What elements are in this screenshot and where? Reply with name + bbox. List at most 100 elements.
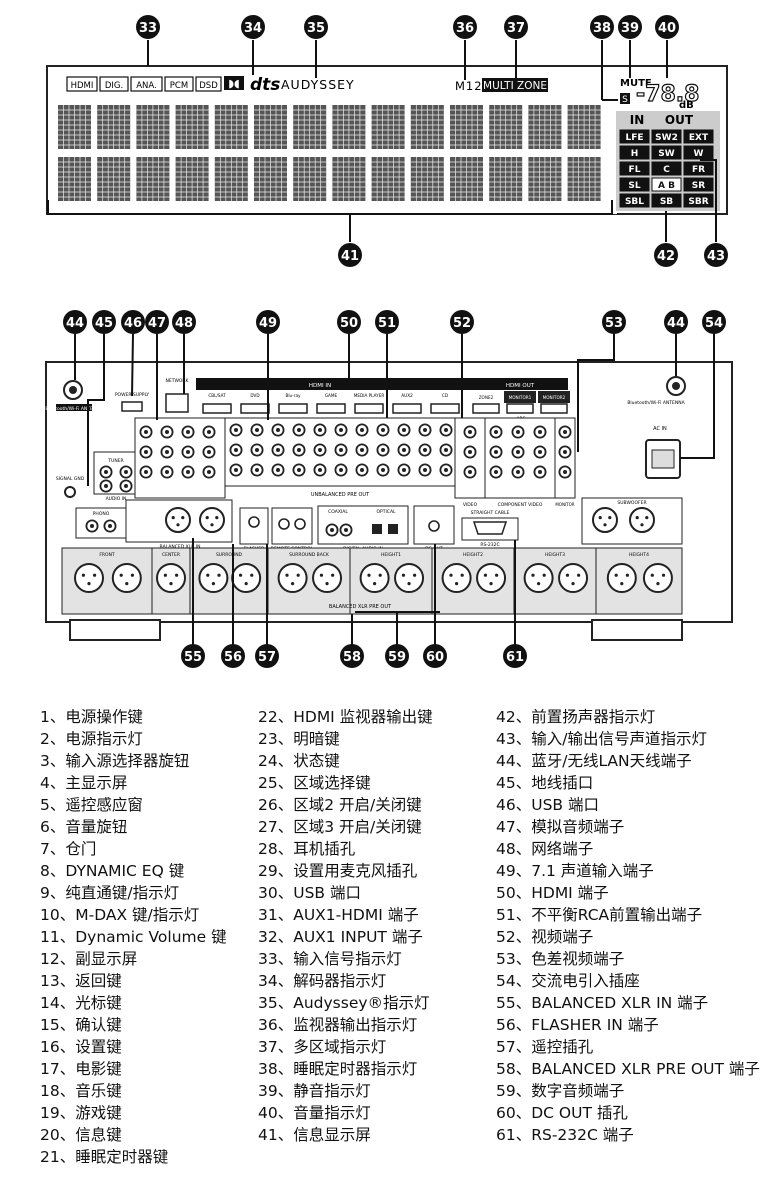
callout-badge [304, 15, 328, 39]
remote-in-jack [278, 518, 290, 530]
rca-jack-pin [360, 448, 364, 452]
badge-box [164, 76, 194, 92]
callout-number: 48 [175, 316, 193, 331]
badge-box [66, 76, 98, 92]
xlr-sub-jack-pin [603, 523, 607, 527]
xlr-out-jack [359, 563, 390, 593]
rca-jack-pin [468, 470, 472, 474]
rca-jack-pin [360, 468, 364, 472]
rca-jack-pin [339, 428, 343, 432]
rca-jack-pin [207, 470, 211, 474]
legend-item: 19、游戏键 [40, 1104, 122, 1122]
pre-out-group-label: CENTER [162, 552, 180, 558]
sleep-bg [620, 93, 630, 104]
xlr-out-jack-pin [571, 582, 575, 586]
signal-gnd-terminal [64, 486, 76, 498]
xlr-out-jack-pin [331, 573, 335, 577]
rca-jack-pin [318, 428, 322, 432]
rca-jack-pin [165, 450, 169, 454]
legend-item: 46、USB 端口 [496, 796, 599, 814]
legend-item: 36、监视器输出指示灯 [258, 1016, 418, 1034]
legend-item: 29、设置用麦克风插孔 [258, 862, 418, 880]
callout-leaders [47, 40, 717, 648]
xlr-out-jack-pin [413, 573, 417, 577]
rca-jack-pin [276, 448, 280, 452]
callout-number: 61 [506, 650, 524, 665]
legend-item: 53、色差视频端子 [496, 950, 625, 968]
legend-item: 2、电源指示灯 [40, 730, 143, 748]
callout-badge [453, 15, 477, 39]
rca-jack-pin [516, 450, 520, 454]
coaxial-label: COAXIAL [328, 509, 348, 515]
pre-out-group-label: HEIGHT2 [463, 552, 483, 558]
antenna-left-label: Bluetooth/Wi-Fi ANTENNA [45, 406, 103, 412]
subwoofer-label: SUBWOOFER [617, 500, 646, 506]
xlr-out-jack [277, 563, 308, 593]
dolby-symbol: ◗◖ [228, 77, 240, 90]
rs232c-port [472, 521, 508, 535]
xlr-group [595, 547, 683, 615]
callout-number: 39 [621, 21, 639, 36]
callout-number: 44 [667, 316, 685, 331]
legend-item: 31、AUX1-HDMI 端子 [258, 906, 419, 924]
video-label: VIDEO [463, 502, 478, 508]
legend-item: 45、地线插口 [496, 774, 594, 792]
callout-badge [704, 243, 728, 267]
ac-inlet-face [651, 449, 675, 469]
legend-item: 59、数字音频端子 [496, 1082, 625, 1100]
leader-line [577, 334, 615, 452]
hdmi-input-label: GAME [325, 393, 338, 398]
pre-out-group-label: HEIGHT3 [545, 552, 565, 558]
optical-label: OPTICAL [376, 509, 396, 515]
rca-jack-pin [468, 430, 472, 434]
rca-jack-pin [124, 484, 128, 488]
channel-label: A B [658, 181, 675, 191]
callout-badge [221, 644, 245, 668]
channel-box [619, 177, 650, 192]
xlr-out-jack [523, 563, 554, 593]
xlr-out-jack-pin [87, 582, 91, 586]
hdmi-output-port [506, 403, 534, 414]
callout-badge [655, 15, 679, 39]
xlr-out-jack [558, 563, 589, 593]
phono-block [75, 507, 127, 539]
phono-label: PHONO [93, 511, 110, 517]
rca-jack-pin [360, 428, 364, 432]
xlr-in-jack-pin [215, 516, 219, 520]
xlr-out-jack-pin [495, 573, 499, 577]
rca-jack-pin [234, 468, 238, 472]
rca-jack-pin [104, 470, 108, 474]
xlr-out-jack-pin [483, 573, 488, 577]
xlr-out-jack-pin [163, 573, 167, 577]
foot-left [69, 619, 161, 641]
hdmi-output-port [540, 403, 568, 414]
xlr-in-jack [165, 507, 191, 533]
xlr-sub-jack-pin [598, 516, 602, 520]
callout-number: 43 [707, 249, 725, 264]
tuner-label: TUNER [107, 458, 123, 464]
badge-label: PCM [170, 81, 188, 91]
legend-item: 4、主显示屏 [40, 774, 128, 792]
dolby-logo: ◗◖ [224, 76, 244, 90]
legend-item: 55、BALANCED XLR IN 端子 [496, 994, 709, 1012]
pre-out-group-label: HEIGHT4 [629, 552, 649, 558]
xlr-out-jack [156, 563, 186, 593]
rca-jack-pin [207, 430, 211, 434]
callout-number: 51 [378, 316, 396, 331]
callout-badge [255, 644, 279, 668]
rca-jack-pin [90, 524, 94, 528]
callout-number: 37 [507, 21, 525, 36]
hdmi-output-label: MONITOR1 [509, 395, 532, 400]
legend-item: 27、区域3 开启/关闭键 [258, 818, 422, 836]
xlr-out-jack-pin [250, 573, 254, 577]
legend-item: 33、输入信号指示灯 [258, 950, 402, 968]
badge-box [99, 76, 129, 92]
channel-box [619, 193, 650, 208]
hdmi-header-bar [196, 378, 568, 390]
unbalanced-pre-out-label: UNBALANCED PRE OUT [311, 492, 370, 498]
antenna-left-core [69, 386, 77, 394]
legend-item: 6、音量旋钮 [40, 818, 128, 836]
